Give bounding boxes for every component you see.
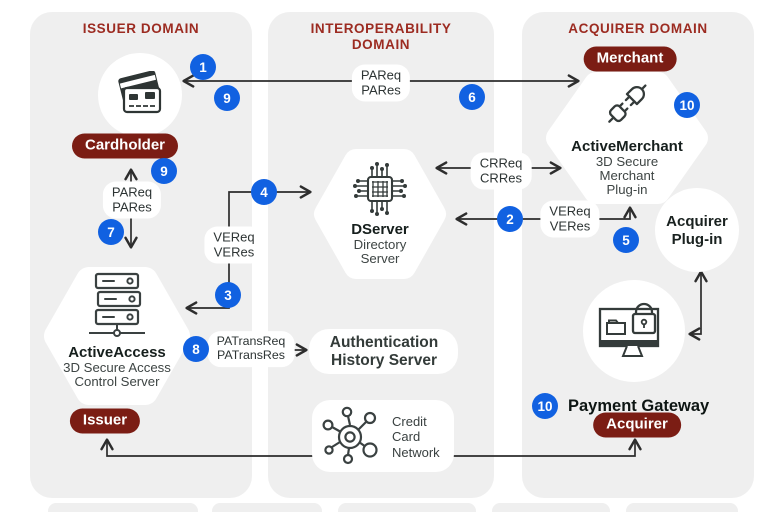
- active-merchant-desc1: 3D Secure: [595, 153, 659, 169]
- step-5-marker: 5: [613, 227, 639, 253]
- pareq-pares-label-issuer: PAReq PARes: [102, 181, 162, 219]
- label-line: CRRes: [480, 170, 522, 185]
- dserver-desc2: Server: [360, 251, 400, 266]
- active-merchant-text: ActiveMerchant 3D Secure Merchant Plug-i…: [552, 139, 702, 198]
- active-merchant-desc3: Plug-in: [606, 182, 648, 198]
- dserver-name: DServer: [351, 221, 409, 238]
- active-access-text: ActiveAccess 3D Secure Access Control Se…: [37, 345, 197, 389]
- active-access-name: ActiveAccess: [68, 344, 166, 361]
- step-9-marker-left: 9: [151, 158, 177, 184]
- label-line: VERes: [213, 244, 255, 259]
- torn-edge-segment: [48, 503, 198, 512]
- step-10-marker-gateway: 10: [532, 393, 558, 419]
- torn-edge-segment: [212, 503, 322, 512]
- label-line: PAReq: [111, 184, 153, 200]
- dserver-node-bg: [314, 149, 446, 279]
- acquirer-domain-title: ACQUIRER DOMAIN: [568, 21, 708, 36]
- auth-history-line1: Authentication: [329, 334, 439, 351]
- torn-edge-segment: [626, 503, 738, 512]
- issuer-badge: Issuer: [69, 408, 141, 434]
- step-9-marker-top: 9: [214, 85, 240, 111]
- merchant-badge: Merchant: [583, 46, 677, 72]
- credit-cards-icon: [118, 71, 162, 114]
- acquirer-plugin-line1: Acquirer: [666, 213, 728, 230]
- acquirer-plugin-node-bg: [655, 188, 739, 272]
- chip-icon: [353, 162, 407, 216]
- network-icon: [322, 406, 378, 465]
- torn-edge-segment: [492, 503, 610, 512]
- active-merchant-node-bg: [546, 72, 708, 204]
- label-line: VEReq: [549, 203, 591, 219]
- credit-card-network-text: Credit Card Network: [392, 414, 440, 460]
- acquirer-plugin-text: Acquirer Plug-in: [647, 213, 747, 250]
- interoperability-title-line1: INTEROPERABILITY: [310, 21, 452, 36]
- ccn-line1: Credit: [392, 414, 427, 429]
- step-10-marker-merchant: 10: [674, 92, 700, 118]
- step-3-marker: 3: [215, 282, 241, 308]
- arrow-gateway-acquirerplugin: [688, 270, 708, 341]
- active-access-desc1: 3D Secure Access: [63, 359, 171, 375]
- label-line: CRReq: [479, 155, 523, 171]
- label-line: PARes: [361, 82, 401, 97]
- monitor-lock-icon: [598, 302, 660, 357]
- label-line: PAReq: [360, 67, 402, 83]
- ccn-line2: Card: [392, 429, 421, 445]
- step-4-marker: 4: [251, 179, 277, 205]
- auth-history-server-box: [309, 329, 458, 374]
- step-2-marker: 2: [497, 206, 523, 232]
- auth-history-line2: History Server: [331, 352, 437, 370]
- interoperability-domain-title: INTEROPERABILITY DOMAIN: [268, 21, 494, 53]
- credit-card-network-box: [312, 400, 454, 472]
- active-merchant-name: ActiveMerchant: [571, 138, 683, 155]
- label-line: PATransReq: [216, 334, 286, 349]
- dserver-desc1: Directory: [353, 236, 407, 252]
- vereq-veres-label-acquirer: VEReq VERes: [540, 200, 600, 238]
- active-merchant-desc2: Merchant: [599, 168, 655, 183]
- payment-gateway-label: Payment Gateway: [568, 397, 710, 415]
- crreq-crres-label: CRReq CRRes: [470, 152, 532, 190]
- acquirer-plugin-line2: Plug-in: [671, 231, 723, 249]
- vereq-veres-label-issuer: VEReq VERes: [204, 226, 264, 264]
- step-7-marker: 7: [98, 219, 124, 245]
- label-line: PATransRes: [217, 348, 285, 362]
- active-access-desc2: Control Server: [74, 374, 160, 389]
- cardholder-badge: Cardholder: [71, 133, 179, 159]
- torn-edge-segment: [338, 503, 476, 512]
- ccn-line3: Network: [392, 444, 440, 460]
- server-stack-icon: [89, 272, 145, 337]
- label-line: VERes: [549, 218, 591, 233]
- auth-history-server-text: Authentication History Server: [304, 334, 464, 371]
- interoperability-title-line2: DOMAIN: [351, 36, 411, 52]
- issuer-domain-title: ISSUER DOMAIN: [82, 21, 200, 36]
- dserver-text: DServer Directory Server: [320, 222, 440, 266]
- acquirer-badge: Acquirer: [593, 412, 681, 438]
- pareq-pares-label-top: PAReq PARes: [351, 64, 411, 102]
- step-8-marker: 8: [183, 336, 209, 362]
- step-1-marker: 1: [190, 54, 216, 80]
- step-6-marker: 6: [459, 84, 485, 110]
- label-line: PARes: [112, 199, 152, 214]
- plug-icon: [608, 84, 647, 123]
- patrans-label: PATransReq PATransRes: [207, 331, 295, 367]
- label-line: VEReq: [213, 229, 255, 245]
